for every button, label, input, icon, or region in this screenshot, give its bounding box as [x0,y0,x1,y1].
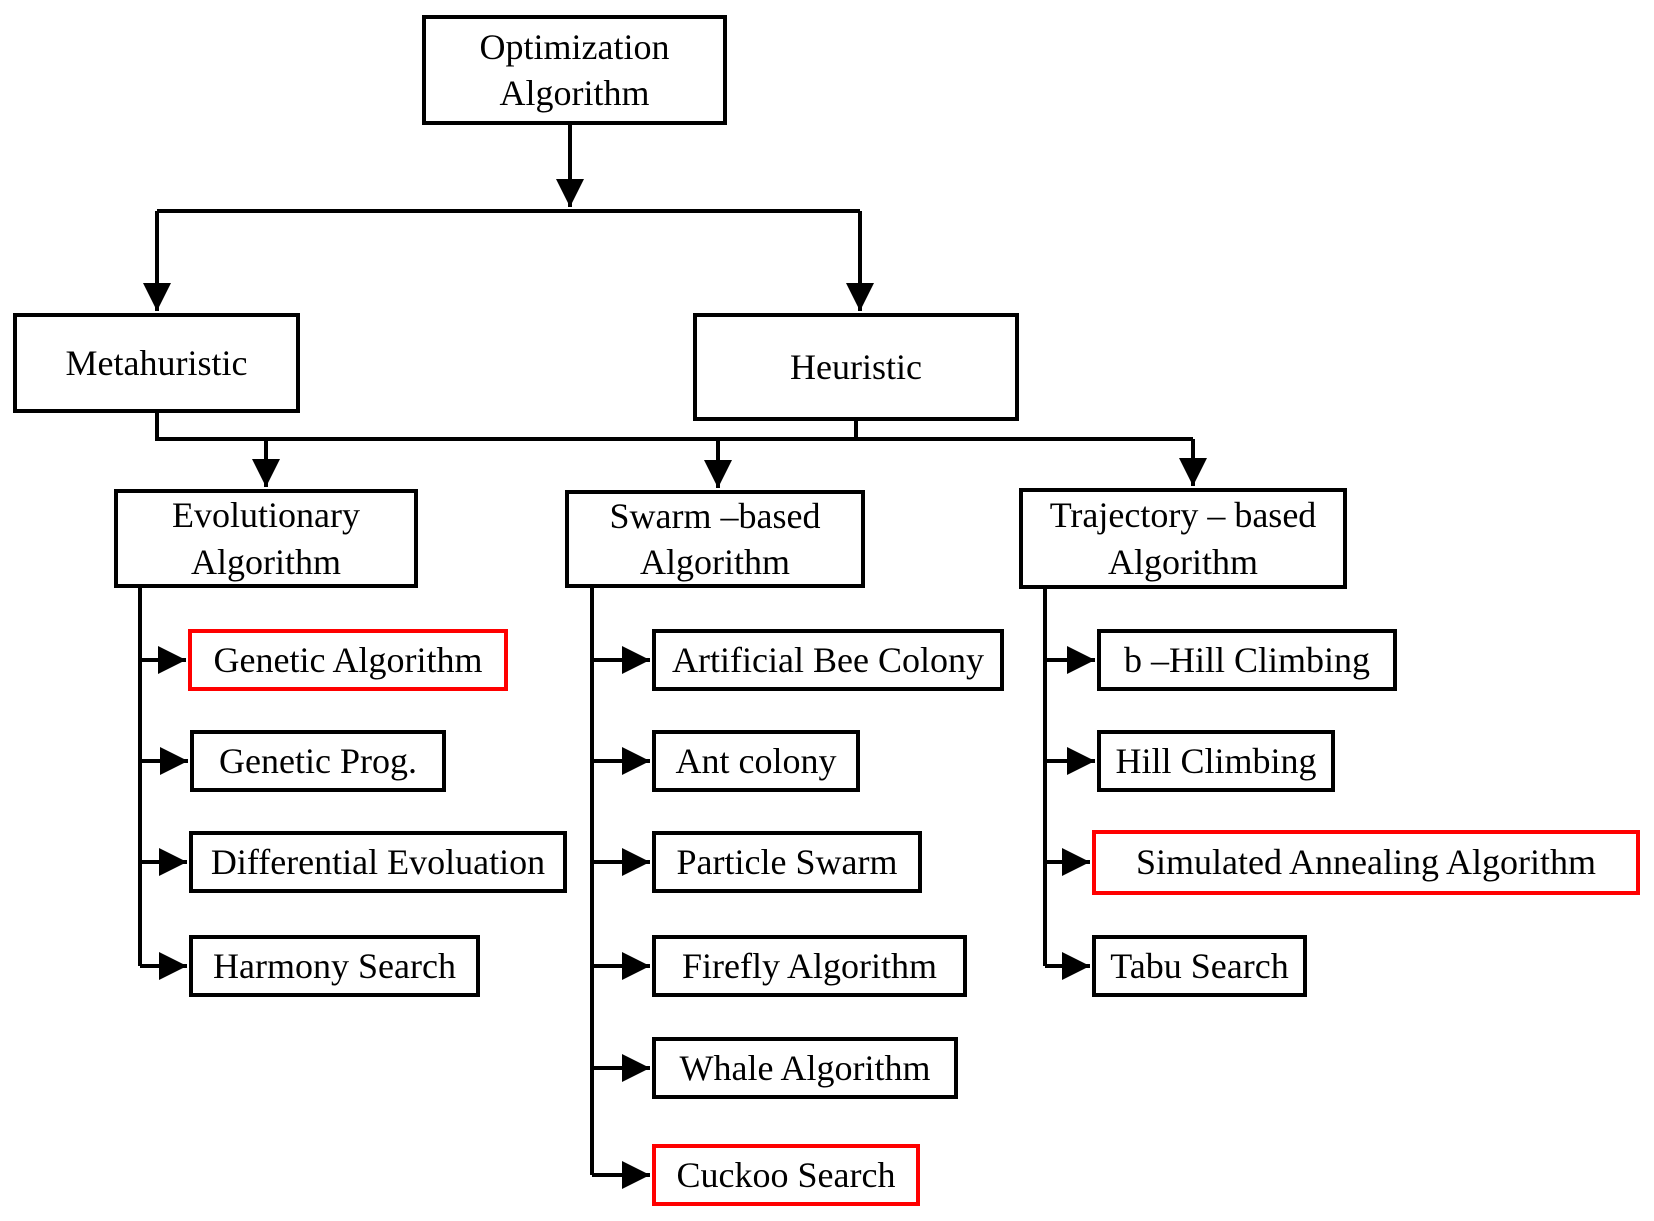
node-ant-colony: Ant colony [652,730,860,792]
node-whale-algorithm: Whale Algorithm [652,1037,958,1099]
node-tabu-search: Tabu Search [1092,935,1307,997]
node-simulated-annealing-algorithm: Simulated Annealing Algorithm [1092,830,1640,895]
node-b-hill-climbing: b –Hill Climbing [1097,629,1397,691]
node-metaheuristic: Metahuristic [13,313,300,413]
node-swarm-based-algorithm: Swarm –based Algorithm [565,490,865,588]
node-differential-evoluation: Differential Evoluation [189,831,567,893]
node-firefly-algorithm: Firefly Algorithm [652,935,967,997]
node-genetic-prog: Genetic Prog. [190,730,446,792]
node-trajectory-based-algorithm: Trajectory – based Algorithm [1019,488,1347,589]
node-genetic-algorithm: Genetic Algorithm [188,629,508,691]
node-hill-climbing: Hill Climbing [1097,730,1335,792]
node-particle-swarm: Particle Swarm [652,831,922,893]
node-cuckoo-search: Cuckoo Search [652,1144,920,1206]
node-evolutionary-algorithm: Evolutionary Algorithm [114,489,418,588]
node-artificial-bee-colony: Artificial Bee Colony [652,629,1004,691]
node-harmony-search: Harmony Search [189,935,480,997]
node-heuristic: Heuristic [693,313,1019,421]
node-optimization-algorithm: Optimization Algorithm [422,15,727,125]
